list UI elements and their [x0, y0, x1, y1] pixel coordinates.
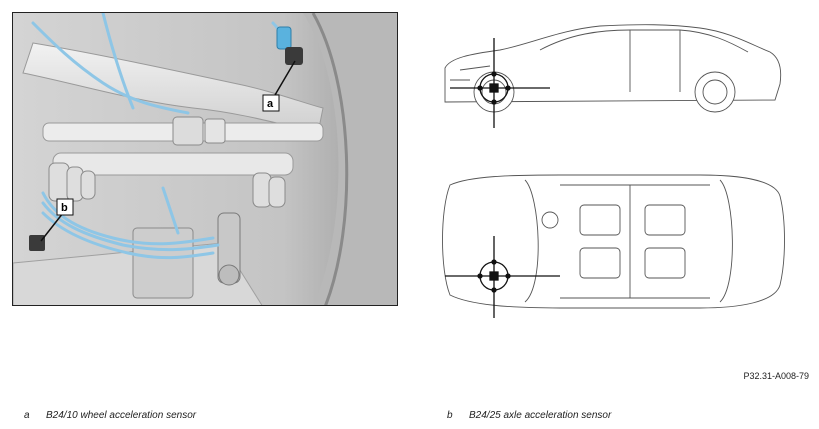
vehicle-top-view — [442, 174, 785, 309]
vehicle-side-view — [444, 24, 782, 113]
callout-a-box — [262, 94, 280, 112]
wheel-acceleration-sensor — [276, 26, 303, 65]
side-view-sensor-marker — [450, 38, 550, 128]
legend-text-a: B24/10 wheel acceleration sensor — [46, 410, 197, 421]
legend-key-b: b — [447, 410, 453, 421]
wheel-disc — [303, 13, 397, 305]
vehicle-views — [430, 20, 819, 340]
legend-text-b: B24/25 axle acceleration sensor — [469, 410, 612, 421]
legend-item-b: b B24/25 axle acceleration sensor — [447, 410, 611, 421]
top-view-sensor-marker — [445, 236, 560, 318]
reference-code: P32.31-A008-79 — [743, 371, 809, 381]
axle-acceleration-sensor — [29, 235, 45, 251]
axle-detail-illustration: a b — [12, 12, 398, 306]
callout-b-label: b — [61, 202, 68, 214]
callout-b-box — [56, 198, 74, 216]
legend-item-a: a B24/10 wheel acceleration sensor — [24, 410, 196, 421]
callout-a-label: a — [267, 98, 274, 110]
legend-key-a: a — [24, 410, 30, 421]
cv-boot — [48, 162, 286, 208]
